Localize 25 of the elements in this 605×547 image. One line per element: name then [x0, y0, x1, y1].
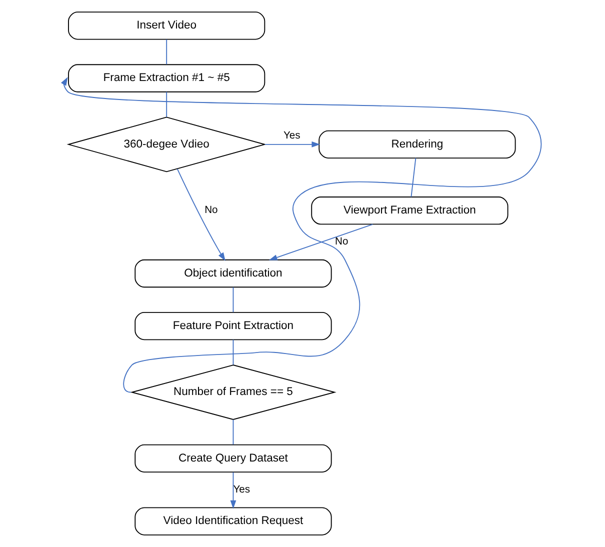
- arrow: [264, 141, 320, 148]
- connector: [410, 158, 416, 198]
- arrow: [268, 224, 374, 260]
- node-box: Feature Point Extraction: [134, 312, 332, 340]
- node-diamond: 360-degee Vdieo: [66, 116, 266, 172]
- arrow: [230, 472, 236, 509]
- connector: [166, 38, 168, 65]
- node-box: Object identification: [134, 259, 332, 288]
- node-box: Rendering: [318, 130, 516, 158]
- node-box: Viewport Frame Extraction: [311, 196, 508, 225]
- connector: [166, 91, 168, 118]
- node-box: Frame Extraction #1 ~ #5: [68, 64, 266, 92]
- arrow: [61, 77, 542, 393]
- connector: [232, 419, 234, 446]
- node-box: Insert Video: [68, 12, 266, 40]
- node-box: Create Query Dataset: [134, 444, 332, 472]
- connector: [232, 339, 234, 366]
- arrow: [176, 168, 226, 262]
- node-diamond: Number of Frames == 5: [130, 364, 336, 420]
- edge-label: No: [335, 236, 348, 248]
- connector: [232, 286, 234, 313]
- edge-label: Yes: [233, 484, 250, 496]
- edge-label: Yes: [283, 130, 300, 142]
- edge-label: No: [204, 205, 218, 216]
- node-box: Video Identification Request: [134, 507, 332, 536]
